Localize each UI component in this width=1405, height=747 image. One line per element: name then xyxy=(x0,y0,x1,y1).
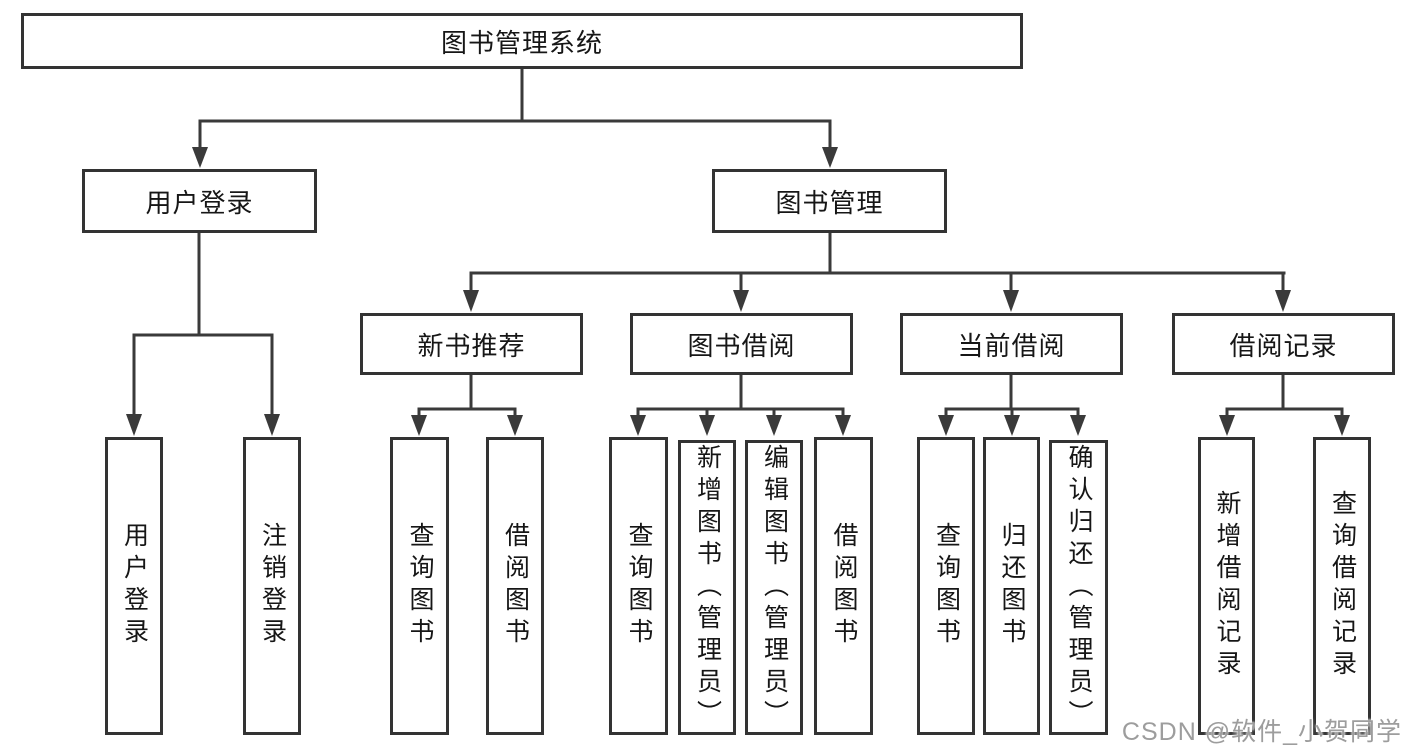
arrowheads xyxy=(126,147,1350,436)
node-book-borrowing: 图书借阅 xyxy=(630,313,853,375)
arrow-icon xyxy=(463,290,479,312)
arrow-icon xyxy=(822,147,838,168)
arrow-icon xyxy=(1003,290,1019,312)
node-nb-query-books: 查询图书 xyxy=(390,437,449,735)
node-nb-borrow-books: 借阅图书 xyxy=(486,437,544,735)
node-cb-confirm-return-admin: 确认归还（管理员） xyxy=(1049,440,1108,735)
node-nb-borrow-books-label: 借阅图书 xyxy=(501,522,530,650)
node-user-login-label: 用户登录 xyxy=(120,522,149,650)
node-current-borrowing: 当前借阅 xyxy=(900,313,1123,375)
node-bb-query-books: 查询图书 xyxy=(609,437,668,735)
node-cb-query-books-label: 查询图书 xyxy=(932,522,961,650)
arrow-icon xyxy=(1070,415,1086,436)
node-br-query-record-label: 查询借阅记录 xyxy=(1328,490,1357,682)
node-bb-add-books-admin-label: 新增图书（管理员） xyxy=(693,443,722,732)
arrow-icon xyxy=(630,415,646,436)
arrow-icon xyxy=(766,415,782,436)
node-borrowing-records: 借阅记录 xyxy=(1172,313,1395,375)
node-bb-borrow-books-label: 借阅图书 xyxy=(830,522,858,650)
node-user-login-group-label: 用户登录 xyxy=(145,187,254,218)
node-current-borrowing-label: 当前借阅 xyxy=(957,330,1066,361)
node-bb-add-books-admin: 新增图书（管理员） xyxy=(678,440,736,735)
node-br-query-record: 查询借阅记录 xyxy=(1313,437,1371,735)
arrow-icon xyxy=(938,415,954,436)
node-book-borrowing-label: 图书借阅 xyxy=(687,330,796,361)
node-root-label: 图书管理系统 xyxy=(440,27,603,58)
node-cb-return-books-label: 归还图书 xyxy=(998,522,1026,650)
node-new-book-recommend: 新书推荐 xyxy=(360,313,583,375)
arrow-icon xyxy=(835,415,851,436)
node-borrowing-records-label: 借阅记录 xyxy=(1229,330,1338,361)
node-logout-login-label: 注销登录 xyxy=(258,522,287,650)
arrow-icon xyxy=(733,290,749,312)
node-cb-query-books: 查询图书 xyxy=(917,437,975,735)
arrow-icon xyxy=(1334,415,1350,436)
node-bb-edit-books-admin: 编辑图书（管理员） xyxy=(745,440,803,735)
arrow-icon xyxy=(411,415,427,436)
node-bb-borrow-books: 借阅图书 xyxy=(814,437,873,735)
node-br-add-record-label: 新增借阅记录 xyxy=(1213,490,1241,682)
arrow-icon xyxy=(507,415,523,436)
arrow-icon xyxy=(192,147,208,168)
node-cb-return-books: 归还图书 xyxy=(983,437,1040,735)
node-root: 图书管理系统 xyxy=(21,13,1023,69)
node-book-management-label: 图书管理 xyxy=(775,187,884,218)
arrow-icon xyxy=(1004,415,1020,436)
csdn-watermark: CSDN @软件_小贺同学 xyxy=(1121,718,1402,746)
node-bb-query-books-label: 查询图书 xyxy=(625,522,653,650)
arrow-icon xyxy=(126,414,142,436)
node-user-login: 用户登录 xyxy=(105,437,163,735)
arrow-icon xyxy=(1219,415,1235,436)
arrow-icon xyxy=(699,415,715,436)
node-book-management: 图书管理 xyxy=(712,169,947,233)
node-nb-query-books-label: 查询图书 xyxy=(406,522,434,650)
node-cb-confirm-return-admin-label: 确认归还（管理员） xyxy=(1065,443,1093,732)
arrow-icon xyxy=(264,414,280,436)
node-logout-login: 注销登录 xyxy=(243,437,301,735)
arrow-icon xyxy=(1275,290,1291,312)
node-user-login-group: 用户登录 xyxy=(82,169,317,233)
node-bb-edit-books-admin-label: 编辑图书（管理员） xyxy=(760,443,789,732)
node-br-add-record: 新增借阅记录 xyxy=(1198,437,1255,735)
node-new-book-recommend-label: 新书推荐 xyxy=(417,330,526,361)
